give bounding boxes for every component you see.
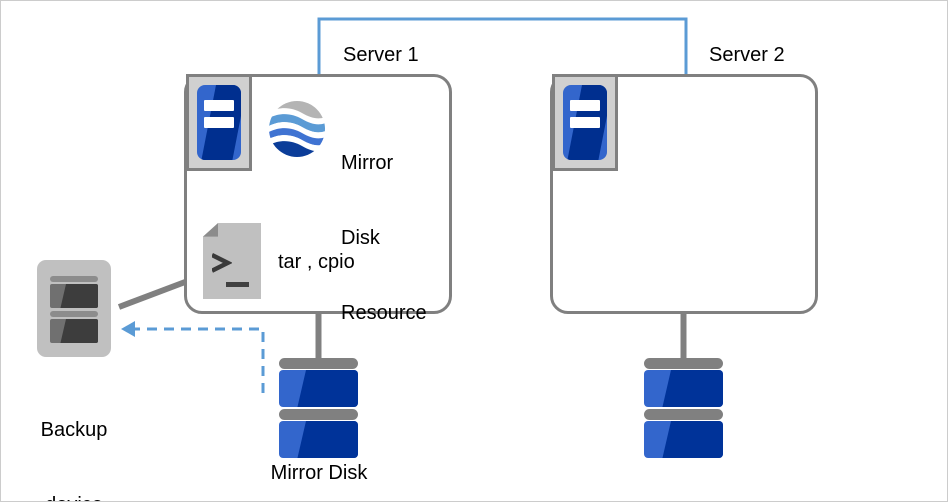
backup-device-label: Backup device <box>14 368 134 501</box>
mirror-disk-resource-line-2: Disk <box>341 227 380 249</box>
script-icon-prompt <box>212 253 232 274</box>
mirror-disk-resource-label: Mirror Disk Resource <box>341 101 471 376</box>
backup-icon-block-1 <box>50 284 98 308</box>
server-icon-bar-2 <box>204 116 234 128</box>
backup-device-icon <box>37 260 111 357</box>
disk-stack-icon <box>644 358 723 463</box>
server-icon-bar-1 <box>204 100 234 111</box>
script-to-backup-line <box>117 276 195 310</box>
tar-cpio-label: tar , cpio <box>278 251 355 273</box>
globe-icon <box>268 100 326 158</box>
mirror-disk-resource-line-3: Resource <box>341 302 427 324</box>
server-icon-body <box>197 85 241 160</box>
disk-block-1 <box>644 370 723 407</box>
disk-bar-1 <box>644 358 723 369</box>
script-icon-underscore <box>226 282 250 288</box>
server1-label: Server 1 <box>343 44 419 66</box>
backup-icon-bar-1 <box>50 276 98 282</box>
server-icon-bar-2 <box>570 116 600 128</box>
mirror-disk-resource-line-1: Mirror <box>341 152 394 174</box>
backup-icon-bar-2 <box>50 311 98 317</box>
mirror-disk-label: Mirror Disk <box>270 462 368 484</box>
script-icon-fold <box>203 223 219 237</box>
server2-label: Server 2 <box>709 44 785 66</box>
disk-block-2 <box>279 421 358 458</box>
disk-bar-2 <box>279 409 358 420</box>
disk-block-1 <box>279 370 358 407</box>
script-document-icon <box>203 223 261 299</box>
server-icon-body <box>563 85 607 160</box>
server-tower-icon <box>552 74 618 171</box>
backup-icon-block-2 <box>50 319 98 343</box>
backup-device-line-1: Backup <box>40 419 108 441</box>
backup-device-line-2: device <box>14 493 134 501</box>
disk-bar-2 <box>644 409 723 420</box>
disk-stack-icon <box>279 358 358 463</box>
server-tower-icon <box>186 74 252 171</box>
backup-copy-arrow <box>121 321 265 393</box>
disk-bar-1 <box>279 358 358 369</box>
disk-block-2 <box>644 421 723 458</box>
server-icon-bar-1 <box>570 100 600 111</box>
